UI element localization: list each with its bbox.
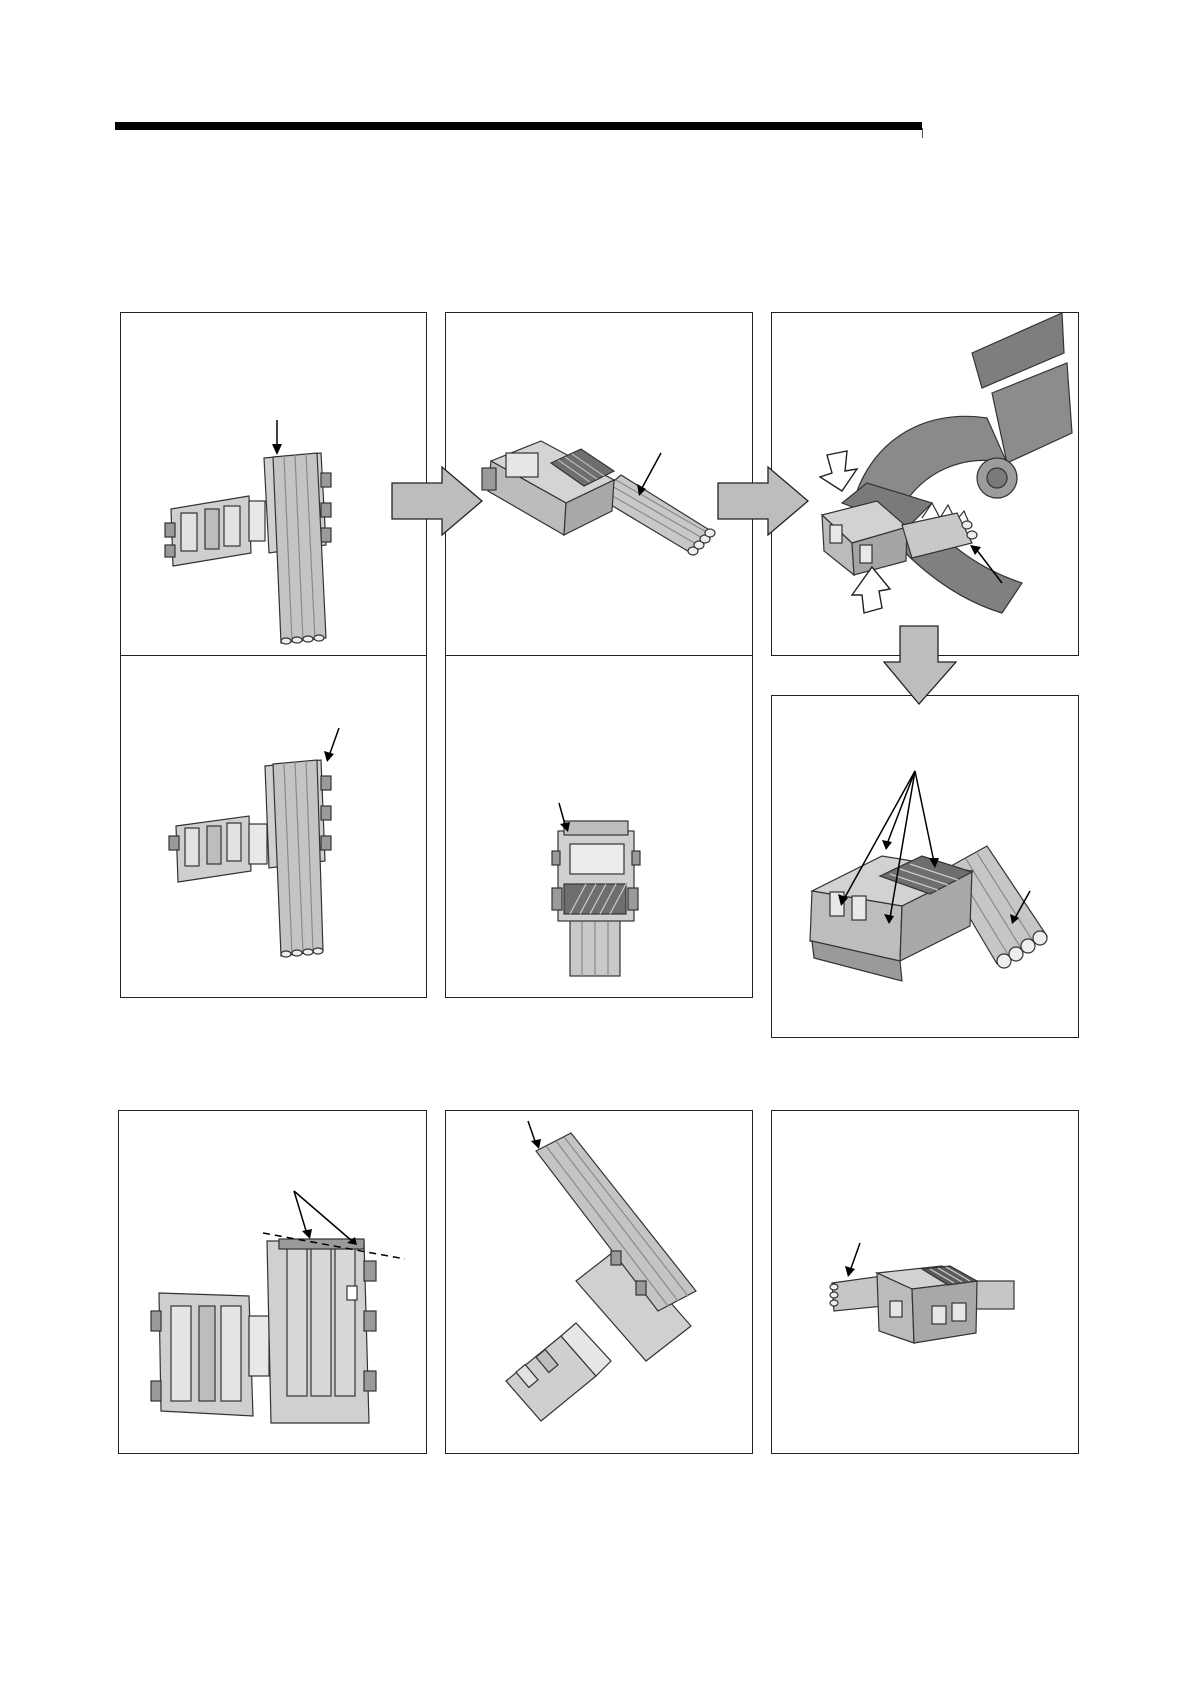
header-rule-tick [922, 128, 923, 138]
panel-step-4 [120, 655, 427, 998]
pliers-crimping-connector-icon [772, 313, 1079, 656]
connector-cable-cut-line-icon [119, 1111, 427, 1454]
header-rule [115, 122, 922, 130]
flow-arrow-right-icon [390, 465, 486, 537]
panel-step-8 [445, 1110, 753, 1454]
panel-step-2 [445, 312, 753, 656]
connector-assembled-side-icon [772, 1111, 1079, 1454]
connector-top-view-icon [446, 656, 753, 998]
connector-crimped-result-icon [772, 696, 1079, 1038]
panel-step-3 [771, 312, 1079, 656]
connector-closed-cable-icon [446, 313, 753, 656]
panel-step-6 [771, 695, 1079, 1038]
connector-cable-seated-icon [121, 656, 427, 998]
panel-step-1 [120, 312, 427, 656]
flow-arrow-down-icon [882, 624, 958, 706]
panel-step-9 [771, 1110, 1079, 1454]
connector-open-with-cable-icon [121, 313, 427, 656]
panel-step-5 [445, 655, 753, 998]
flow-arrow-right-icon [716, 465, 812, 537]
panel-step-7 [118, 1110, 427, 1454]
connector-cable-diagonal-icon [446, 1111, 753, 1454]
